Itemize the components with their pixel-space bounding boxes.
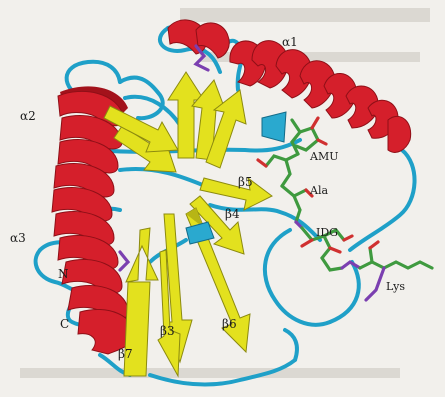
- label-ala: Ala: [309, 184, 328, 197]
- label-c-terminus: C: [60, 317, 69, 331]
- label-amu: AMU: [309, 150, 338, 163]
- label-lys: Lys: [386, 280, 405, 293]
- label-beta5: β5: [238, 175, 253, 189]
- label-idg: IDG: [316, 226, 338, 239]
- strand-beta7-head: [126, 228, 158, 282]
- label-beta6: β6: [222, 317, 237, 331]
- beta-sheet: [104, 72, 272, 376]
- helix-alpha2: [54, 86, 128, 197]
- label-alpha3: α3: [10, 231, 26, 245]
- label-n-terminus: N: [58, 267, 69, 281]
- label-beta3: β3: [160, 324, 175, 338]
- strand-beta7: [124, 282, 150, 376]
- label-beta4: β4: [225, 207, 240, 221]
- label-alpha1: α1: [282, 35, 298, 49]
- label-alpha2: α2: [20, 109, 36, 123]
- label-beta7: β7: [118, 347, 133, 361]
